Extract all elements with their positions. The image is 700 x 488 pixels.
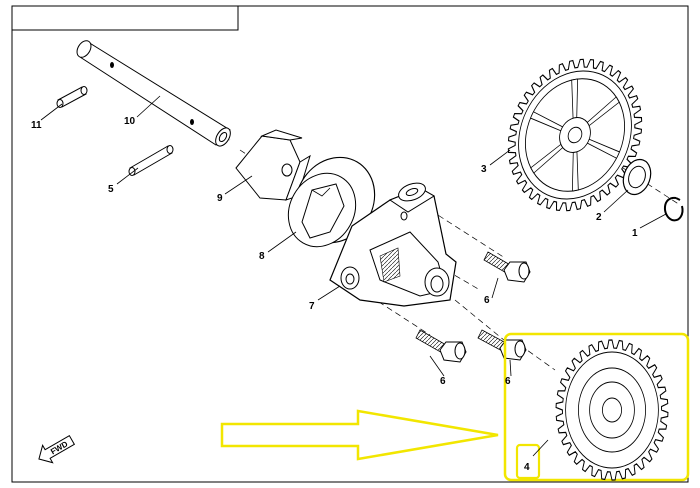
- gear-bore: [567, 126, 583, 144]
- callout-9: 9: [217, 193, 223, 204]
- highlight-arrow: [220, 409, 499, 461]
- callout-6-lower-right: 6: [505, 376, 511, 387]
- part-5-pin: [128, 145, 174, 176]
- part-11-pin: [56, 86, 88, 108]
- callout-3: 3: [481, 164, 487, 175]
- part-9-inner-rotor: [235, 129, 311, 201]
- callout-6-lower-left: 6: [440, 376, 446, 387]
- gear-bore: [601, 397, 623, 423]
- callout-8: 8: [259, 251, 265, 262]
- callout-2: 2: [596, 212, 602, 223]
- diagram-frame: [11, 5, 689, 483]
- part-1-circlip: [664, 196, 684, 222]
- part-2-washer: [622, 158, 652, 196]
- part-7-pump-housing: [329, 182, 457, 307]
- callout-4: 4: [524, 462, 530, 473]
- fwd-direction-arrow: FWD: [38, 434, 76, 464]
- part-6-bolt-upper: [483, 251, 531, 283]
- callout-10: 10: [124, 116, 136, 127]
- part-3-large-gear: [507, 58, 643, 212]
- part-10-shaft: [76, 40, 231, 147]
- leader-lines: [40, 95, 667, 457]
- part-4-gear: [555, 339, 669, 481]
- part-6-bolt-lower-right: [477, 329, 527, 361]
- callout-6-upper: 6: [484, 295, 490, 306]
- part-6-bolt-lower-left: [415, 329, 467, 363]
- callout-5: 5: [108, 184, 114, 195]
- callout-7: 7: [309, 301, 315, 312]
- callout-11: 11: [31, 120, 42, 131]
- part-4-label-highlight: [515, 443, 541, 480]
- callout-1: 1: [632, 228, 638, 239]
- highlight-box: [503, 332, 690, 482]
